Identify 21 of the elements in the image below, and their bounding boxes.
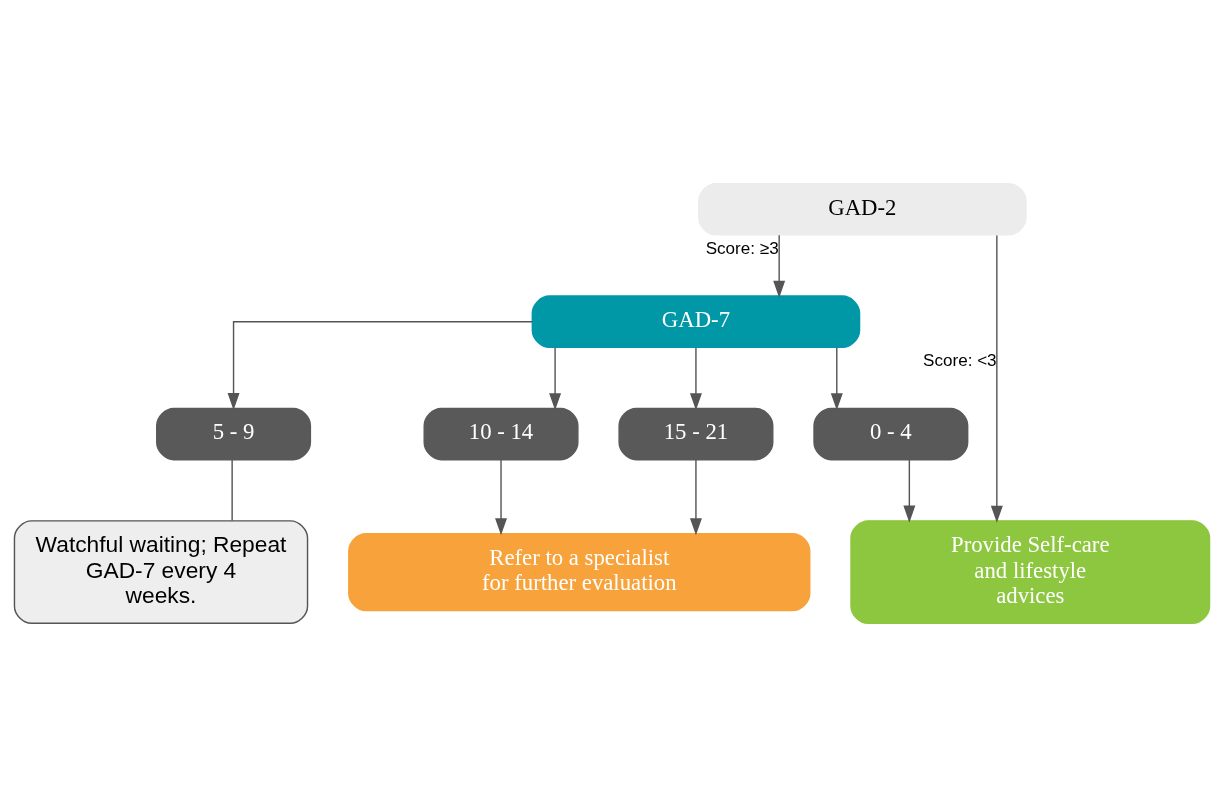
arrow bbox=[549, 347, 562, 411]
connector bbox=[231, 459, 233, 522]
node-box: GAD-2 bbox=[698, 183, 1027, 236]
arrow bbox=[689, 459, 702, 536]
edge-label: Score: <3 bbox=[923, 351, 997, 371]
arrow bbox=[990, 234, 1003, 523]
node-box: 10 - 14 bbox=[423, 407, 579, 461]
arrow bbox=[773, 234, 786, 298]
node-box: 5 - 9 bbox=[156, 407, 312, 461]
arrow bbox=[830, 347, 843, 411]
node-box: 0 - 4 bbox=[813, 407, 969, 461]
node-box: Provide Self-care and lifestyle advices bbox=[850, 520, 1211, 624]
node-box: Watchful waiting; Repeat GAD-7 every 4 weeks. bbox=[13, 520, 309, 624]
arrow bbox=[689, 347, 702, 411]
arrow bbox=[495, 459, 507, 536]
node-box: Refer to a specialist for further evaluation bbox=[348, 532, 811, 612]
arrow bbox=[227, 321, 533, 411]
arrow bbox=[903, 459, 916, 523]
node-box: GAD-7 bbox=[531, 295, 861, 348]
edge-label: Score: ≥3 bbox=[705, 238, 779, 258]
node-box: 15 - 21 bbox=[618, 407, 774, 461]
